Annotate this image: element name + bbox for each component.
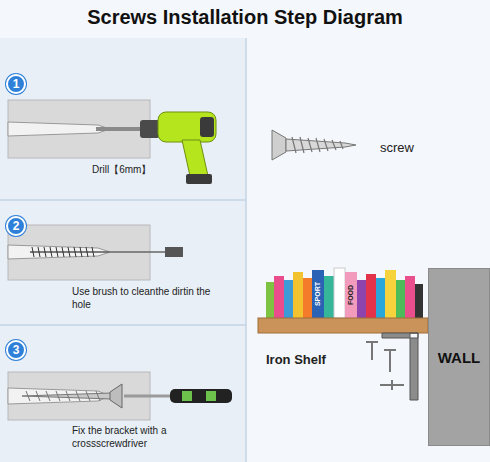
bracket-screws — [366, 342, 404, 390]
divider — [0, 199, 246, 201]
drill-handle — [182, 140, 208, 176]
drill-motor — [200, 117, 214, 137]
screwdriver-grip — [206, 391, 216, 401]
step-circle: 2 — [6, 216, 26, 236]
drill-chuck — [140, 120, 160, 138]
step-text: Drill【6mm】 — [92, 164, 212, 177]
brush-handle — [165, 247, 183, 257]
screw-threads — [292, 137, 343, 153]
screw-threads — [26, 391, 100, 401]
drill-battery — [186, 174, 212, 184]
drill-body — [158, 112, 216, 142]
step-circle: 3 — [6, 340, 26, 360]
books — [266, 268, 423, 318]
step-number: 2 — [13, 219, 20, 233]
book-title: SPORT — [314, 282, 323, 306]
wall-block — [8, 100, 150, 158]
wall-box: WALL — [428, 268, 490, 446]
title: Screws Installation Step Diagram — [0, 6, 490, 29]
screw-shank — [286, 139, 356, 151]
part-name: Iron Shelf — [266, 352, 356, 368]
step-text: Fix the bracket with a crossscrewdriver — [72, 425, 222, 450]
step-number: 3 — [13, 343, 20, 357]
screw-head — [272, 130, 286, 160]
divider — [245, 38, 247, 462]
wooden-shelf — [258, 318, 428, 333]
screwdriver-shaft — [124, 395, 170, 398]
drill-hole — [8, 122, 110, 136]
screwdriver-grip — [182, 391, 192, 401]
book-title: FOOD — [347, 285, 356, 305]
screwdriver-handle — [170, 389, 232, 403]
screw-head — [110, 384, 122, 408]
left-panel — [0, 38, 246, 462]
brush-bristles — [32, 247, 94, 257]
step-circle: 1 — [6, 74, 26, 94]
drill-hole — [8, 245, 110, 259]
brush-stem — [108, 251, 165, 253]
drill-bit — [96, 127, 142, 131]
part-name: screw — [380, 140, 440, 156]
step-text: Use brush to cleanthe dirtin the hole — [72, 286, 222, 311]
iron-bracket — [382, 333, 418, 400]
step-number: 1 — [13, 77, 20, 91]
wall-label: WALL — [438, 349, 481, 366]
divider — [0, 324, 246, 326]
